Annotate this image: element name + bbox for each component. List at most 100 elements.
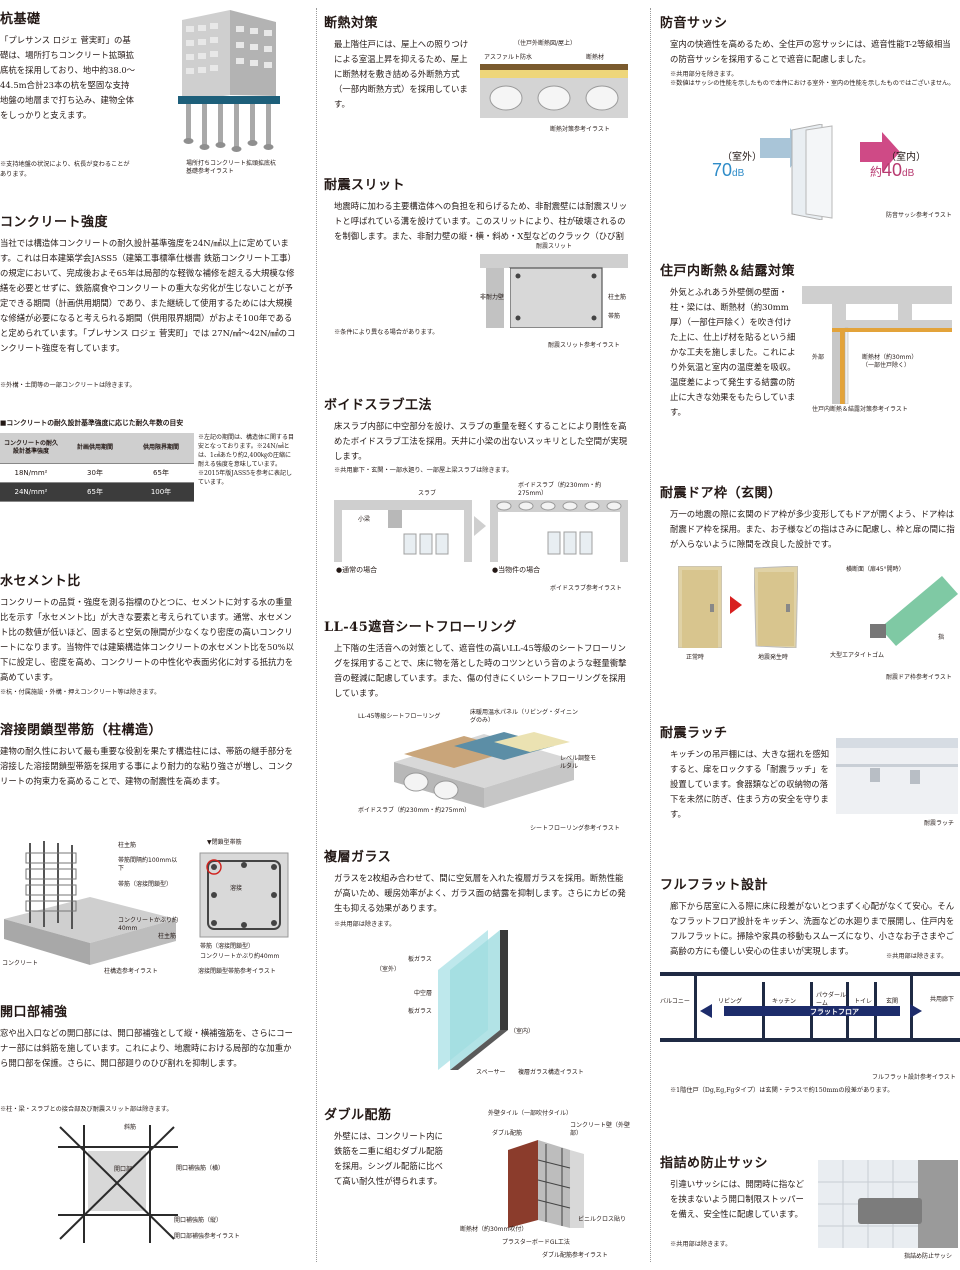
figure-caption: ダブル配筋参考イラスト [542,1252,608,1259]
door-section: 耐震ドア枠（玄関） 万一の地震の際に玄関のドア枠が多少変形してもドアが開くよう、… [660,484,960,684]
flat-floor-illustration [660,968,960,1060]
section-title: コンクリート強度 [0,215,109,230]
section-body: 引違いサッシには、開閉時に指などを挟まないよう開口制限ストッパーを備え、安全性に… [670,1179,804,1219]
section-title: 杭基礎 [0,12,41,27]
section-title: フルフラット設計 [660,878,769,893]
figure-caption: 溶接閉鎖型帯筋参考イラスト [198,968,276,975]
interior-insulation-illustration [802,286,952,405]
inside-unit: dB [902,168,915,179]
fig-label: 耐震スリット [536,243,573,250]
section-body: キッチンの吊戸棚には、大きな揺れを感知すると、扉をロックする「耐震ラッチ」を設置… [670,749,830,819]
table-row: 18N/mm² 30年 65年 [0,463,194,483]
fig-label: （室内） [510,1028,535,1035]
fig-label: 正常時 [686,654,705,661]
fig-label: アスファルト防水 [484,54,533,61]
fig-label: ●通常の場合 [336,566,378,574]
fig-label: 帯筋（溶接閉鎖型） [118,881,173,888]
figure-caption: 耐震ラッチ [924,820,955,827]
welded-hoop-section: 溶接閉鎖型帯筋（柱構造） 建物の耐久性において最も重要な役割を果たす構造柱には、… [0,721,312,981]
figure-caption: 耐震スリット参考イラスト [548,342,620,349]
room-label: バルコニー [660,998,690,1005]
outside-value: 70dB [712,160,744,181]
room-label: キッチン [772,998,797,1005]
section-note: ※共用部は除きます。 [334,921,396,928]
double-bar-illustration [508,1140,608,1228]
section-body: ガラスを2枚組み合わせて、間に空気層を入れた複層ガラスを採用。断熱性能が高いため… [334,873,626,913]
section-note: ※数値はサッシの性能を示したもので本件における室外・室内の性能を示したものではご… [670,80,955,87]
condensation-section: 住戸内断熱＆結露対策 外気とふれあう外壁側の壁面・柱・梁には、断熱材（約30mm… [660,262,960,452]
fig-label: （住戸外断熱図/屋上） [514,40,577,47]
normal-slab-illustration [334,500,472,562]
section-note: ※共用部は除きます。 [670,1241,732,1248]
column-structure-illustration [0,839,190,967]
table-notes: ※左記の期間は、構造体に関する目安となっております。※24N/㎟とは、1㎠あたり… [198,434,295,486]
section-title: 指詰め防止サッシ [660,1156,769,1171]
section-body: 最上階住戸には、屋上への照りつけによる室温上昇を抑えるため、屋上に断熱材を敷き詰… [334,39,469,109]
fig-label: スラブ [418,490,437,497]
flooring-section: LL-45遮音シートフローリング 上下階の生活音への対策として、遮音性の高いLL… [324,618,640,840]
column-divider [316,8,317,1262]
opening-section: 開口部補強 窓や出入口などの開口部には、開口部補強として縦・横補強筋を、さらにコ… [0,1003,312,1265]
fig-label: 柱主筋 [158,933,177,940]
fig-label: 板ガラス [408,1008,432,1015]
fig-label: プラスターボードGL工法 [502,1239,570,1246]
table-header: コンクリートの耐久設計基準強度 [0,433,62,464]
section-body: 万一の地震の際に玄関のドア枠が多少変形してもドアが開くよう、ドア枠は耐震ドア枠を… [670,509,955,549]
fig-label: ●当物件の場合 [492,566,541,574]
fig-label: 地震発生時 [758,654,789,661]
figure-caption: シートフローリング参考イラスト [530,825,620,832]
section-body: 外壁には、コンクリート内に鉄筋を二重に組むダブル配筋を採用。シングル配筋に比べて… [334,1131,443,1186]
fig-label: ボイドスラブ（約230mm・約275mm） [518,482,602,497]
fig-label: 柱主筋 [608,294,627,301]
section-note: ※支持地盤の状況により、杭長が変わることがあります。 [0,161,130,178]
fig-label: コンクリート壁（外壁部） [570,1122,631,1137]
figure-caption: 複層ガラス構造イラスト [518,1069,584,1076]
fig-label: 外部 [812,354,825,361]
inside-label: （室内） [886,152,926,163]
section-note: ※条件により異なる場合があります。 [334,329,439,336]
finger-sash-section: 指詰め防止サッシ 引違いサッシには、開閉時に指などを挟まないよう開口制限ストッパ… [660,1154,960,1266]
section-body: 床スラブ内部に中空部分を設け、スラブの重量を軽くすることにより剛性を高めたボイド… [334,421,628,461]
fig-label: ボイドスラブ（約230mm・約275mm） [358,807,471,814]
fig-label: 断熱材（約30mm）（一部住戸除く） [862,354,918,369]
fig-label: コンクリート [2,960,39,967]
fig-label: 溶接 [230,885,243,892]
section-note: ※共用廊下・玄関・一部水廻り、一部屋上梁スラブは除きます。 [334,467,513,474]
room-label: 共用廊下 [930,996,955,1003]
section-body: 「プレサンス ロジェ 菅実町」の基礎は、場所打ちコンクリート拡頭拡底杭を採用して… [0,35,136,120]
sash-section: 防音サッシ 室内の快適性を高めるため、全住戸の窓サッシには、遮音性能T-2等級相… [660,14,960,224]
section-title: ダブル配筋 [324,1108,392,1123]
table-title: ■コンクリートの耐久設計基準強度に応じた耐久年数の目安 [0,419,184,427]
room-label: 玄関 [886,998,899,1005]
fig-label: ダブル配筋 [492,1130,523,1137]
fig-label: レベル調整モルタル [560,755,597,770]
section-title: 開口部補強 [0,1005,68,1020]
fig-label: 板ガラス [408,956,432,963]
fig-label: 柱主筋 [118,842,137,849]
section-note: ※外構・土間等の一部コンクリートは除きます。 [0,382,136,389]
section-body: 建物の耐久性において最も重要な役割を果たす構造柱には、帯筋の継手部分を溶接した溶… [0,746,293,786]
figure-caption: 住戸内断熱＆結露対策参考イラスト [812,406,908,413]
room-label: リビング [718,998,743,1005]
double-glass-illustration [428,930,538,1072]
section-title: 住戸内断熱＆結露対策 [660,264,796,279]
figure-caption: 開口部補強参考イラスト [174,1233,240,1240]
insulation-section: 断熱対策 最上階住戸には、屋上への照りつけによる室温上昇を抑えるため、屋上に断熱… [324,14,640,144]
table-cell: 24N/mm² [0,482,62,502]
table-cell: 100年 [128,482,194,502]
section-title: 複層ガラス [324,850,392,865]
figure-caption: 指詰め防止サッシ [904,1253,953,1260]
inside-value: 約40dB [870,160,914,181]
fig-label: 中空層 [414,990,433,997]
fig-label: 帯筋間隔約100mm以下 [118,857,178,872]
fig-label: 外壁タイル（一部吹付タイル） [488,1110,573,1117]
section-title: 水セメント比 [0,574,81,589]
table-row: 24N/mm² 65年 100年 [0,482,194,502]
section-note: ※共用部は除きます。 [886,953,948,960]
fig-label: ▼閉鎖型帯筋 [207,839,242,846]
water-cement-section: 水セメント比 コンクリートの品質・強度を測る指標のひとつに、セメントに対する水の… [0,572,312,702]
room-label: パウダールーム [816,992,847,1007]
flooring-illustration [394,724,574,808]
section-title: 耐震ドア枠（玄関） [660,486,782,501]
section-body: コンクリートの品質・強度を測る指標のひとつに、セメントに対する水の重量比を示す「… [0,597,294,682]
